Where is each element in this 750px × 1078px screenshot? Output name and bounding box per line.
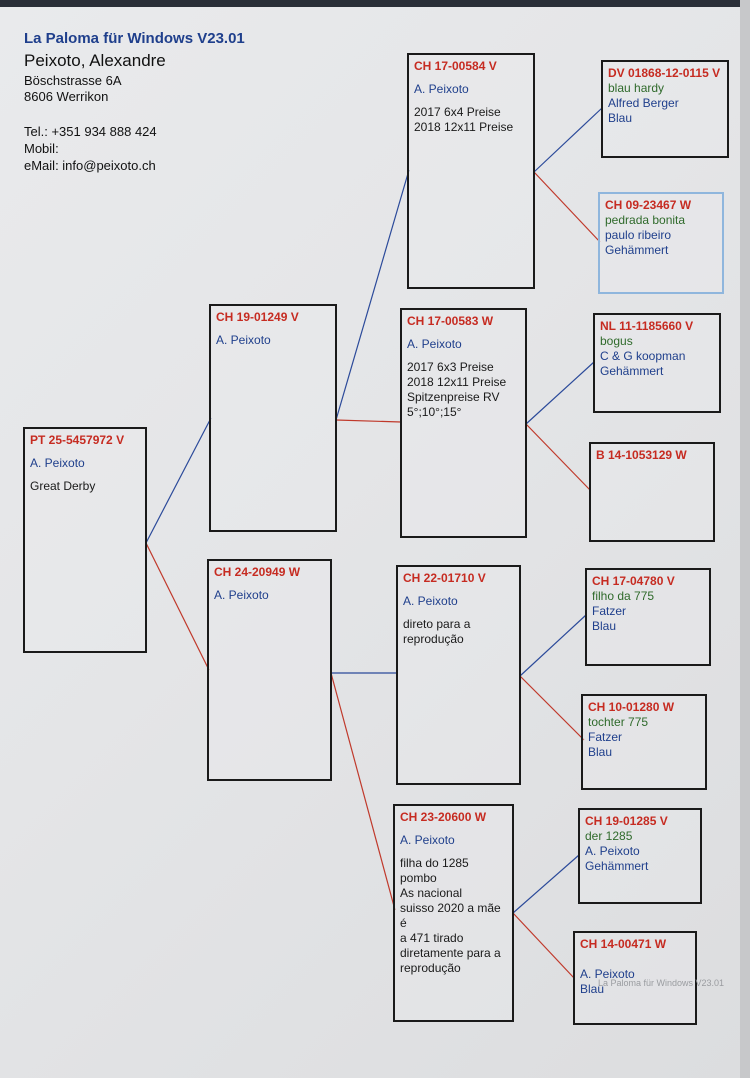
link-dd-dds [512, 854, 580, 914]
bird-color: Gehämmert [600, 364, 664, 378]
link-subject-sire [145, 417, 212, 544]
link-subject-dam [145, 542, 210, 671]
pedigree-box-ssd: CH 09-23467 W pedrada bonita paulo ribei… [598, 192, 724, 294]
breeder-name: Fatzer [592, 604, 627, 618]
pedigree-box-sire-dam: CH 17-00583 W A. Peixoto 2017 6x3 Preise… [400, 308, 527, 538]
breeder-name: C & G koopman [600, 349, 686, 363]
breeder-name: A. Peixoto [216, 333, 271, 347]
bird-color: Blau [592, 619, 617, 633]
breeder-name: A. Peixoto [30, 456, 85, 470]
breeder-name: Fatzer [588, 730, 623, 744]
ring-number: CH 24-20949 W [214, 565, 301, 579]
pedigree-box-dss: CH 17-04780 V filho da 775 Fatzer Blau [585, 568, 711, 666]
ring-number: CH 17-00584 V [414, 59, 497, 73]
breeder-name: A. Peixoto [214, 588, 269, 602]
bird-notes: 2017 6x4 Preise 2018 12x11 Preise [414, 105, 514, 134]
bird-name: der 1285 [585, 829, 633, 843]
software-watermark: La Paloma für Windows V23.01 [598, 978, 725, 988]
bird-color: Gehämmert [585, 859, 649, 873]
owner-city: 8606 Werrikon [24, 89, 109, 104]
pedigree-box-sire-sire: CH 17-00584 V A. Peixoto 2017 6x4 Preise… [407, 53, 535, 289]
link-ss-ssd [533, 171, 601, 243]
pedigree-box-sds: NL 11-1185660 V bogus C & G koopman Gehä… [593, 313, 721, 413]
bird-color: Blau [608, 111, 633, 125]
link-sire-ss [335, 169, 410, 421]
ring-number: CH 19-01285 V [585, 814, 668, 828]
link-dam-dd [330, 672, 396, 911]
link-dd-ddd [512, 912, 575, 979]
pedigree-box-dam: CH 24-20949 W A. Peixoto [207, 559, 332, 781]
bird-name: blau hardy [608, 81, 665, 95]
bird-name: tochter 775 [588, 715, 649, 729]
ring-number: DV 01868-12-0115 V [608, 66, 721, 80]
ring-number: CH 14-00471 W [580, 937, 667, 951]
ring-number: CH 22-01710 V [403, 571, 486, 585]
ring-number: CH 17-04780 V [592, 574, 675, 588]
bird-color: Blau [588, 745, 613, 759]
pedigree-box-sdd: B 14-1053129 W [589, 442, 715, 542]
ring-number: CH 10-01280 W [588, 700, 675, 714]
ring-number: CH 23-20600 W [400, 810, 487, 824]
owner-phone: Tel.: +351 934 888 424 [24, 124, 157, 139]
pedigree-box-subject: PT 25-5457972 V A. Peixoto Great Derby [23, 427, 147, 653]
breeder-name: A. Peixoto [403, 594, 458, 608]
link-sd-sds [525, 361, 595, 425]
link-sd-sdd [525, 423, 591, 491]
ring-number: PT 25-5457972 V [30, 433, 125, 447]
ring-number: CH 17-00583 W [407, 314, 494, 328]
bird-name: bogus [600, 334, 633, 348]
pedigree-box-ddd: CH 14-00471 W A. Peixoto Blau [573, 931, 697, 1025]
breeder-name: Alfred Berger [608, 96, 679, 110]
breeder-name: A. Peixoto [407, 337, 462, 351]
ring-number: NL 11-1185660 V [600, 319, 694, 333]
breeder-name: A. Peixoto [414, 82, 469, 96]
ring-number: CH 19-01249 V [216, 310, 299, 324]
owner-name: Peixoto, Alexandre [24, 51, 166, 70]
breeder-name: paulo ribeiro [605, 228, 672, 242]
app-title: La Paloma für Windows V23.01 [24, 30, 245, 47]
page-edge [740, 0, 750, 1078]
pedigree-box-dds: CH 19-01285 V der 1285 A. Peixoto Gehämm… [578, 808, 702, 904]
pedigree-box-dsd: CH 10-01280 W tochter 775 Fatzer Blau [581, 694, 707, 790]
bird-name: filho da 775 [592, 589, 655, 603]
bird-notes: 2017 6x3 Preise 2018 12x11 Preise Spitze… [407, 360, 507, 419]
bird-notes: direto para a reprodução [403, 617, 471, 646]
owner-email: eMail: info@peixoto.ch [24, 158, 156, 173]
bird-notes: Great Derby [30, 479, 96, 493]
pedigree-box-dam-sire: CH 22-01710 V A. Peixoto direto para a r… [396, 565, 521, 785]
pedigree-box-sire: CH 19-01249 V A. Peixoto [209, 304, 337, 532]
link-sire-sd [335, 419, 402, 423]
owner-street: Böschstrasse 6A [24, 73, 122, 88]
breeder-name: A. Peixoto [580, 967, 635, 981]
ring-number: B 14-1053129 W [596, 448, 687, 462]
pedigree-box-dam-dam: CH 23-20600 W A. Peixoto filha do 1285 p… [393, 804, 514, 1022]
link-ss-sss [533, 107, 603, 173]
pedigree-box-sss: DV 01868-12-0115 V blau hardy Alfred Ber… [601, 60, 729, 158]
bird-color: Blau [580, 982, 605, 996]
owner-mobile: Mobil: [24, 141, 59, 156]
link-ds-dsd [519, 675, 585, 741]
bird-name: pedrada bonita [605, 213, 686, 227]
bird-color: Gehämmert [605, 243, 669, 257]
ring-number: CH 09-23467 W [605, 198, 692, 212]
breeder-name: A. Peixoto [585, 844, 640, 858]
link-ds-dss [519, 614, 587, 677]
breeder-name: A. Peixoto [400, 833, 455, 847]
bird-notes: filha do 1285 pombo As nacional suisso 2… [400, 856, 501, 975]
scanner-edge [0, 0, 750, 7]
